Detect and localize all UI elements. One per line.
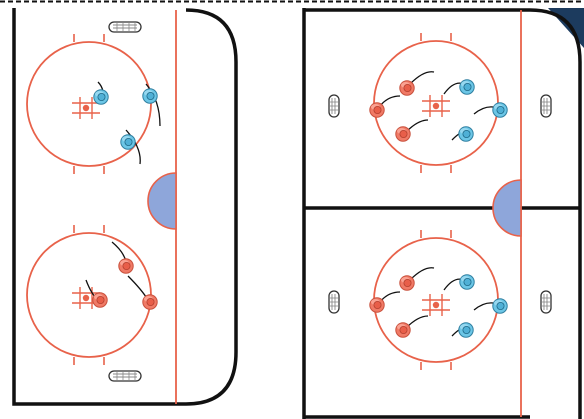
net-icon bbox=[541, 291, 551, 313]
player-red-icon bbox=[370, 103, 384, 117]
faceoff-circle-lower bbox=[374, 230, 498, 370]
net-icon bbox=[329, 95, 339, 117]
faceoff-dot bbox=[422, 294, 450, 316]
player-red-icon bbox=[396, 127, 410, 141]
faceoff-circle-bottom bbox=[27, 225, 151, 365]
player-blue-icon bbox=[459, 127, 473, 141]
player-blue-icon bbox=[493, 103, 507, 117]
crease bbox=[493, 180, 521, 236]
net-icon bbox=[541, 95, 551, 117]
faceoff-circle-upper bbox=[374, 33, 498, 173]
net-icon bbox=[329, 291, 339, 313]
player-red-icon bbox=[143, 295, 157, 309]
player-blue-icon bbox=[460, 275, 474, 289]
player-red-icon bbox=[93, 293, 107, 307]
player-blue-icon bbox=[459, 323, 473, 337]
player-blue-icon bbox=[121, 135, 135, 149]
faceoff-dot bbox=[422, 95, 450, 117]
faceoff-circle-top bbox=[27, 34, 151, 174]
right-rink bbox=[304, 8, 580, 419]
player-red-icon bbox=[400, 276, 414, 290]
net-icon bbox=[109, 22, 141, 32]
player-blue-icon bbox=[94, 90, 108, 104]
player-blue-icon bbox=[460, 80, 474, 94]
player-red-icon bbox=[396, 323, 410, 337]
net-icon bbox=[109, 371, 141, 381]
crease bbox=[148, 173, 176, 229]
left-rink bbox=[14, 8, 236, 404]
player-blue-icon bbox=[143, 89, 157, 103]
player-red-icon bbox=[119, 259, 133, 273]
player-blue-icon bbox=[493, 299, 507, 313]
player-red-icon bbox=[370, 298, 384, 312]
player-red-icon bbox=[400, 81, 414, 95]
